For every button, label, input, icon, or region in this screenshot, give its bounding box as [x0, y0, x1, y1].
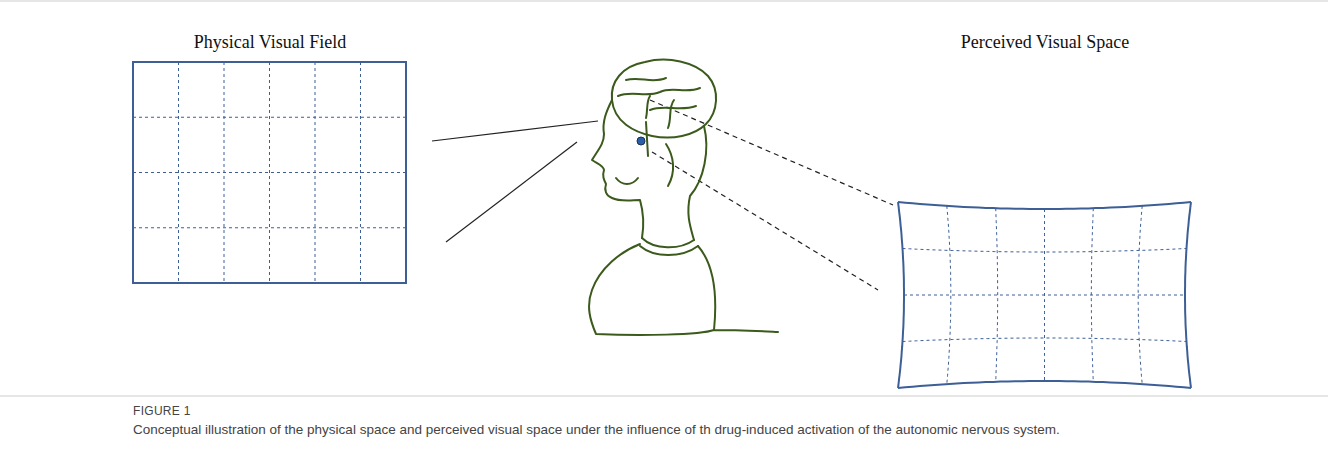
- projection-line: [652, 152, 878, 290]
- grid-line: [904, 295, 1185, 296]
- brain-folds: [618, 78, 700, 128]
- space-border: [898, 202, 904, 388]
- collar: [640, 238, 698, 255]
- panel-title: Perceived Visual Space: [895, 32, 1195, 53]
- grid-line: [269, 62, 270, 283]
- back-of-head: [688, 126, 706, 240]
- figure-caption: Conceptual illustration of the physical …: [133, 421, 1213, 439]
- mouth: [616, 178, 638, 184]
- projection-line: [650, 100, 893, 205]
- sight-line: [432, 121, 598, 141]
- grid-line: [360, 62, 361, 283]
- brain-stem: [646, 122, 648, 156]
- eye: [637, 137, 645, 145]
- grid-line: [903, 338, 1187, 342]
- field-border: [133, 62, 406, 283]
- grid-line: [133, 227, 406, 228]
- top-rule: [0, 1, 1328, 2]
- shoulders: [589, 244, 778, 335]
- visual-space-panel: Perceived Visual Space: [895, 30, 1195, 402]
- sight-line: [446, 142, 577, 242]
- space-border: [898, 381, 1191, 388]
- grid-line: [133, 172, 406, 173]
- panel-drawing: [125, 30, 415, 292]
- brain-outline: [612, 60, 716, 138]
- space-border: [898, 202, 1191, 209]
- figure-number: FIGURE 1: [133, 404, 191, 418]
- grid-line: [178, 62, 179, 283]
- space-border: [1185, 202, 1191, 388]
- grid-line: [133, 117, 406, 118]
- face-profile: [592, 100, 643, 238]
- head-sketch: [589, 60, 778, 335]
- grid-line: [903, 249, 1187, 253]
- caption-rule: [0, 396, 1328, 397]
- visual-field-panel: Physical Visual Field: [125, 30, 415, 292]
- panel-title: Physical Visual Field: [125, 32, 415, 53]
- ear: [666, 144, 673, 186]
- grid-lines: [133, 62, 406, 283]
- panel-drawing: [895, 30, 1195, 402]
